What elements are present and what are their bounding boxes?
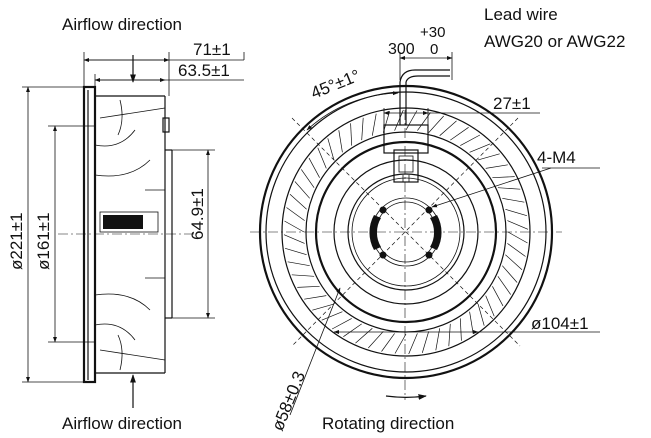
dim-45-angle: 45°±1° bbox=[308, 66, 363, 103]
rotating-arrow bbox=[385, 394, 427, 400]
blade bbox=[286, 207, 305, 221]
blade bbox=[301, 169, 315, 188]
mounting-plate bbox=[82, 85, 97, 384]
blade bbox=[485, 295, 495, 317]
dim-300: 300 bbox=[388, 41, 415, 58]
blade bbox=[502, 265, 518, 283]
blade bbox=[294, 181, 310, 199]
airflow-label-top: Airflow direction bbox=[62, 15, 182, 34]
blade bbox=[408, 333, 418, 355]
blade bbox=[428, 115, 444, 133]
blade bbox=[505, 254, 523, 270]
blade bbox=[478, 153, 500, 161]
blade bbox=[308, 157, 320, 178]
connector-housing bbox=[383, 124, 429, 154]
blade bbox=[381, 333, 395, 352]
blade bbox=[371, 113, 377, 136]
rotating-label: Rotating direction bbox=[322, 414, 454, 433]
screw-hole-3 bbox=[379, 251, 387, 259]
blade bbox=[485, 164, 508, 169]
blade bbox=[355, 328, 373, 344]
dim-300-zero: 0 bbox=[430, 41, 438, 58]
blade bbox=[327, 138, 335, 160]
blade bbox=[460, 134, 481, 146]
blade bbox=[502, 197, 525, 203]
blade bbox=[289, 194, 307, 210]
blade bbox=[350, 123, 353, 146]
dim-63-5: 63.5±1 bbox=[178, 61, 230, 80]
slot-left bbox=[369, 215, 381, 250]
blade bbox=[435, 328, 441, 351]
impeller-blades bbox=[283, 109, 529, 355]
blade bbox=[469, 143, 491, 153]
blade bbox=[459, 318, 462, 341]
dim-71: 71±1 bbox=[193, 40, 231, 59]
screw-hole-2 bbox=[425, 206, 433, 214]
blade bbox=[505, 208, 527, 217]
blade bbox=[291, 274, 315, 277]
blade bbox=[507, 243, 526, 257]
blade bbox=[285, 247, 307, 256]
lead-wire-label-2: AWG20 or AWG22 bbox=[484, 32, 625, 51]
dim-64-9: 64.9±1 bbox=[188, 188, 207, 240]
blade bbox=[312, 303, 334, 311]
blade bbox=[297, 285, 320, 288]
blade bbox=[343, 323, 362, 337]
blade bbox=[304, 295, 327, 300]
blade bbox=[287, 261, 310, 267]
blade bbox=[368, 331, 384, 349]
blade bbox=[321, 311, 343, 321]
dim-58: ø58±0.3 bbox=[268, 369, 309, 434]
blade bbox=[492, 286, 504, 307]
dim-27: 27±1 bbox=[493, 94, 531, 113]
screw-spec: 4-M4 bbox=[537, 148, 576, 167]
blade bbox=[338, 130, 343, 153]
blade bbox=[497, 276, 511, 295]
side-view bbox=[22, 52, 245, 408]
blade bbox=[492, 176, 515, 179]
blade bbox=[284, 220, 305, 233]
blade bbox=[439, 120, 457, 136]
dim-161: ø161±1 bbox=[34, 212, 53, 270]
blade bbox=[448, 323, 451, 347]
blade bbox=[331, 318, 352, 330]
blade bbox=[394, 333, 407, 354]
dim-221: ø221±1 bbox=[7, 212, 26, 270]
lead-wire-label-1: Lead wire bbox=[484, 5, 558, 24]
blade bbox=[497, 187, 521, 190]
dim-300-plus: +30 bbox=[420, 24, 445, 41]
blade bbox=[507, 220, 529, 230]
front-view bbox=[250, 52, 600, 416]
blade bbox=[421, 331, 430, 353]
blade bbox=[317, 147, 327, 169]
blade bbox=[450, 127, 469, 141]
lead-wire bbox=[399, 69, 450, 83]
blade bbox=[361, 117, 364, 141]
blade bbox=[507, 231, 528, 244]
slot-right bbox=[430, 215, 442, 250]
screw-hole-1 bbox=[379, 206, 387, 214]
dim-104: ø104±1 bbox=[531, 314, 589, 333]
blade bbox=[283, 234, 305, 244]
blade bbox=[405, 110, 418, 131]
blade bbox=[469, 311, 474, 334]
blade bbox=[477, 304, 485, 326]
airflow-label-bottom: Airflow direction bbox=[62, 414, 182, 433]
